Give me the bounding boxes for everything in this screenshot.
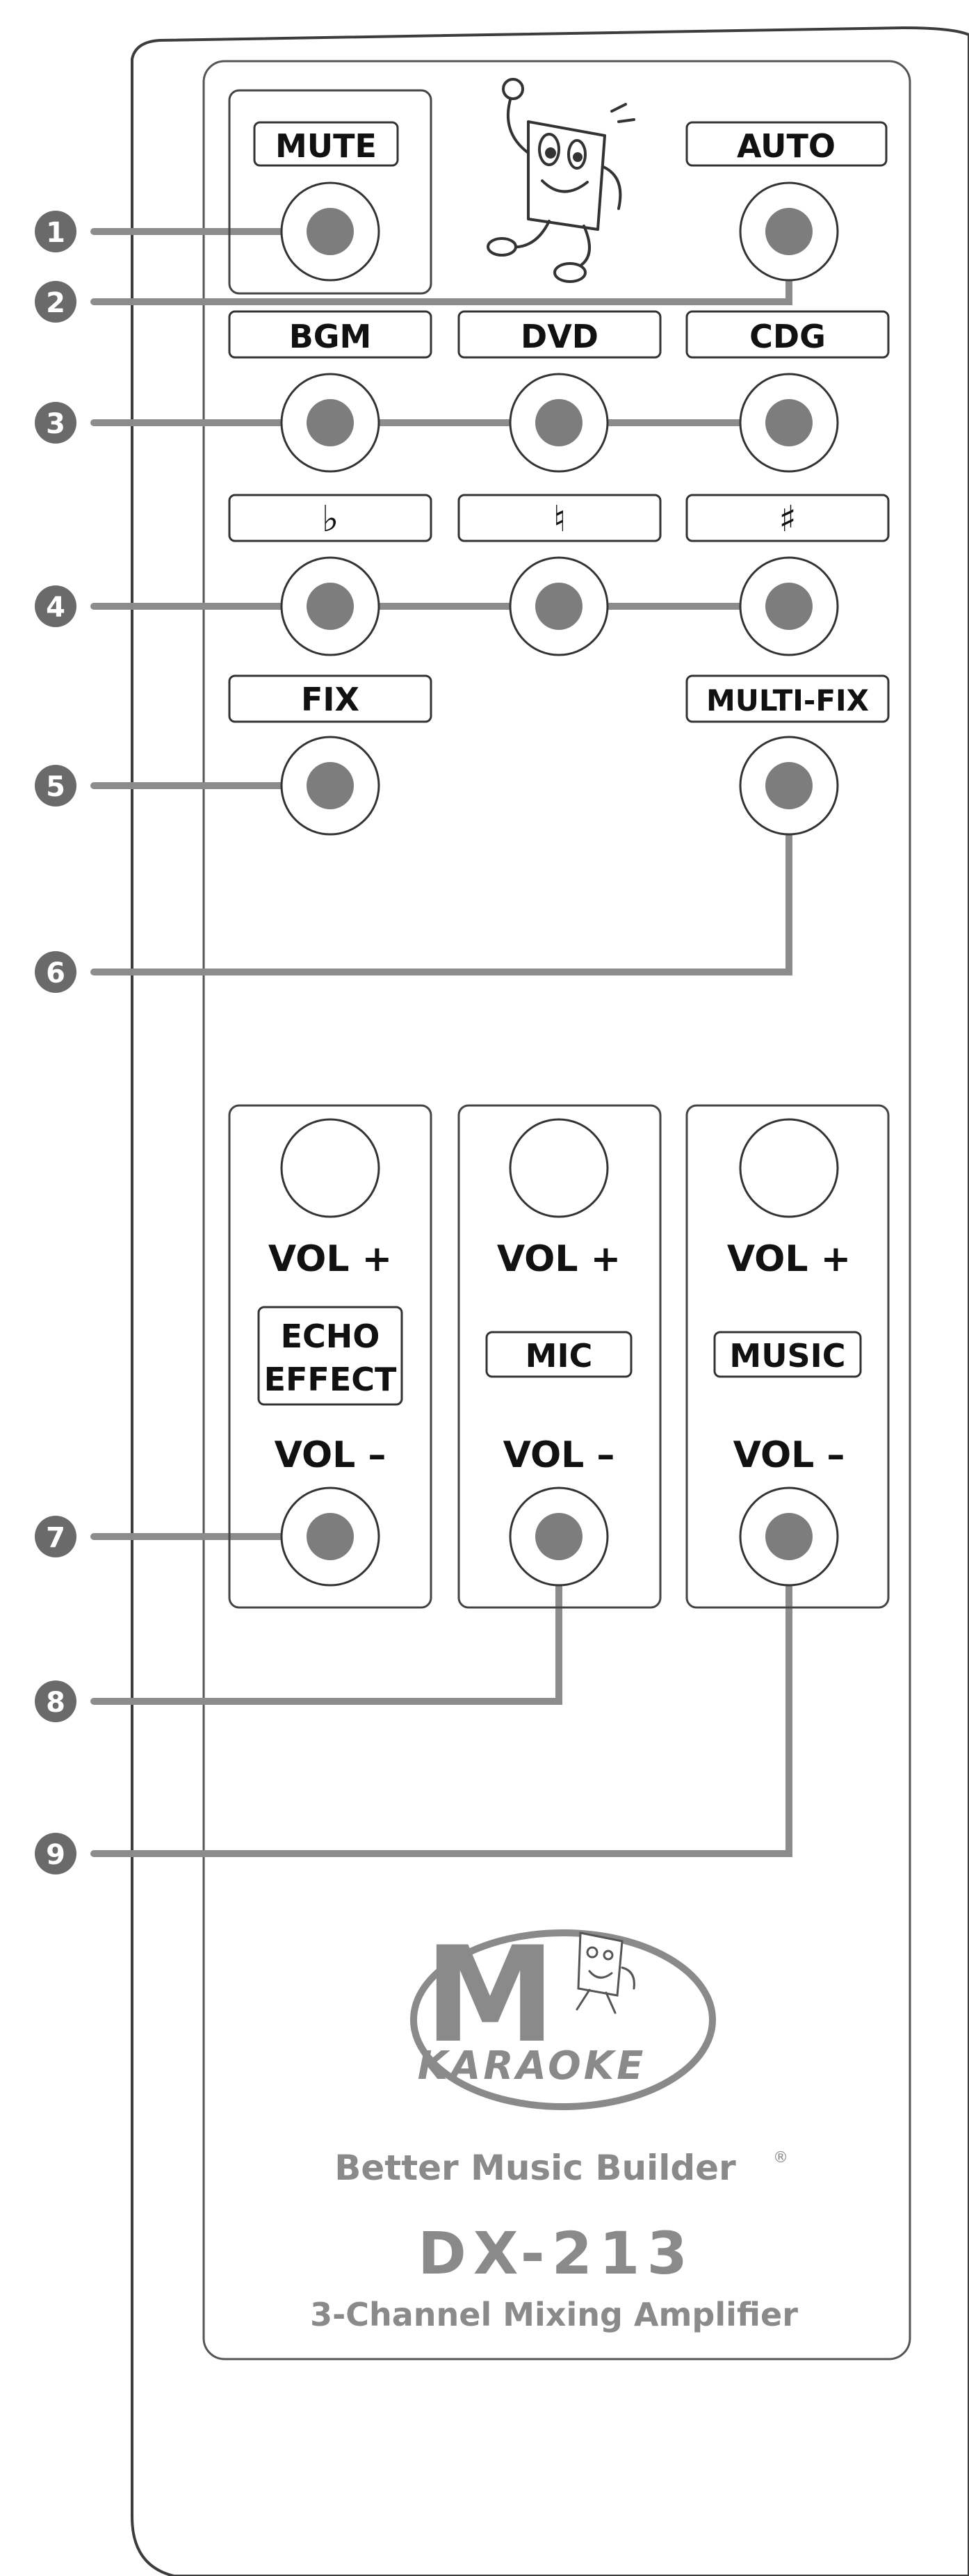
echo-channel-box <box>228 1104 432 1609</box>
sharp-label-box <box>685 494 890 542</box>
mute-button[interactable] <box>280 181 380 282</box>
mic-vol-plus-label: VOL + <box>497 1238 621 1280</box>
echo-vol-minus-button[interactable] <box>280 1487 380 1587</box>
natural-label-box <box>457 494 662 542</box>
callout-3: 3 <box>35 402 76 444</box>
model-number: DX-213 <box>418 2219 694 2287</box>
mic-vol-minus-label: VOL – <box>503 1434 615 1476</box>
callout-7-number: 7 <box>46 1522 65 1554</box>
callout-5-number: 5 <box>46 771 65 803</box>
cdg-button[interactable] <box>739 373 839 473</box>
label-boxes <box>228 121 890 723</box>
dvd-button[interactable] <box>509 373 609 473</box>
mute-label-box <box>253 121 399 167</box>
trademark-symbol: ® <box>773 2149 788 2166</box>
logo-swoosh <box>410 1929 716 2110</box>
dvd-label-box <box>457 310 662 359</box>
buttons <box>280 181 839 836</box>
bgm-label: BGM <box>289 318 372 355</box>
natural-button[interactable] <box>509 556 609 656</box>
mic-label: MIC <box>526 1337 593 1375</box>
music-vol-plus-label: VOL + <box>727 1238 851 1280</box>
fix-label: FIX <box>301 681 359 718</box>
fix-button[interactable] <box>280 736 380 836</box>
cdg-label: CDG <box>749 318 826 355</box>
mute-label: MUTE <box>275 127 377 165</box>
mic-vol-minus-button[interactable] <box>509 1487 609 1587</box>
callout-3-number: 3 <box>46 408 65 440</box>
echo-vol-plus-button[interactable] <box>280 1118 380 1218</box>
natural-label: ♮ <box>553 499 567 540</box>
callout-7: 7 <box>35 1516 76 1557</box>
mic-vol-plus-button[interactable] <box>509 1118 609 1218</box>
flat-label-box <box>228 494 432 542</box>
callout-6: 6 <box>35 951 76 993</box>
echo-effect-label-box <box>257 1306 403 1406</box>
music-vol-minus-button[interactable] <box>739 1487 839 1587</box>
multi-fix-label-box <box>685 674 890 723</box>
mk-karaoke-logo: M KARAOKE <box>410 1918 716 2110</box>
callout-8: 8 <box>35 1680 76 1722</box>
auto-button[interactable] <box>739 181 839 282</box>
callout-9: 9 <box>35 1833 76 1874</box>
sharp-button[interactable] <box>739 556 839 656</box>
music-vol-minus-label: VOL – <box>733 1434 845 1476</box>
effect-label: EFFECT <box>264 1361 397 1398</box>
cdg-label-box <box>685 310 890 359</box>
mic-channel-box <box>457 1104 662 1609</box>
multi-fix-label: MULTI-FIX <box>706 683 869 718</box>
callout-9-number: 9 <box>46 1839 65 1871</box>
echo-vol-plus-label: VOL + <box>268 1238 392 1280</box>
callout-1: 1 <box>35 211 76 252</box>
callout-2: 2 <box>35 281 76 323</box>
leader-line-6 <box>90 782 792 975</box>
logo-word: KARAOKE <box>418 2043 646 2089</box>
callout-5: 5 <box>35 765 76 807</box>
leader-line-8 <box>90 1533 562 1705</box>
product-description: 3-Channel Mixing Amplifier <box>310 2296 798 2333</box>
music-label-box <box>713 1331 862 1378</box>
sharp-label: ♯ <box>779 499 796 540</box>
music-label: MUSIC <box>729 1337 845 1375</box>
callout-2-number: 2 <box>46 287 65 319</box>
music-vol-plus-button[interactable] <box>739 1118 839 1218</box>
auto-label-box <box>685 121 888 167</box>
callout-1-number: 1 <box>46 217 65 249</box>
mute-group-box <box>228 89 432 295</box>
mic-label-box <box>485 1331 633 1378</box>
flat-button[interactable] <box>280 556 380 656</box>
callout-4: 4 <box>35 585 76 627</box>
logo-mascot <box>576 1931 635 2014</box>
logo-letter: M <box>424 1918 555 2072</box>
auto-label: AUTO <box>737 127 836 165</box>
leader-line-9 <box>90 1533 792 1857</box>
multi-fix-button[interactable] <box>739 736 839 836</box>
flat-label: ♭ <box>322 499 339 540</box>
callouts: 1 2 3 4 5 6 7 8 9 <box>35 211 76 1874</box>
echo-label: ECHO <box>281 1318 380 1355</box>
bgm-label-box <box>228 310 432 359</box>
callout-6-number: 6 <box>46 957 65 989</box>
mascot-illustration <box>487 78 635 283</box>
music-channel-box <box>685 1104 890 1609</box>
bgm-button[interactable] <box>280 373 380 473</box>
fix-label-box <box>228 674 432 723</box>
callout-8-number: 8 <box>46 1687 65 1719</box>
channel-groups <box>228 1104 890 1609</box>
echo-vol-minus-label: VOL – <box>275 1434 386 1476</box>
callout-4-number: 4 <box>46 592 65 624</box>
dvd-label: DVD <box>521 318 598 355</box>
tagline: Better Music Builder <box>334 2148 736 2188</box>
